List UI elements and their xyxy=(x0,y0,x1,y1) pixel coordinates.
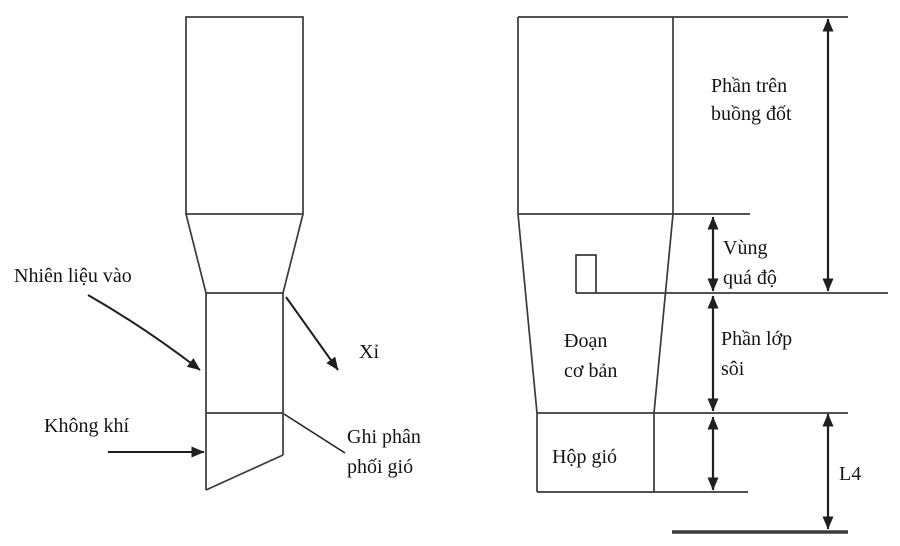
right-furnace-outline xyxy=(517,16,888,534)
right-taper-walls xyxy=(517,213,674,414)
grate-label-line2: phối gió xyxy=(347,456,414,478)
left-furnace-outline xyxy=(185,16,304,491)
grate-leader-line xyxy=(283,413,346,454)
transition-zone-label-line2: quá độ xyxy=(723,267,777,289)
left-figure-arrows xyxy=(87,294,346,458)
right-upper-chamber xyxy=(517,17,750,215)
left-lower-body xyxy=(205,292,284,491)
grate-label-line1: Ghi phân xyxy=(347,426,421,448)
fuel-in-arrow xyxy=(87,294,201,371)
upper-chamber-label-line2: buồng đốt xyxy=(711,103,792,125)
l4-label: L4 xyxy=(839,463,862,485)
fluidized-bed-label-line2: sôi xyxy=(721,358,745,380)
transition-zone-label-line1: Vùng xyxy=(723,237,768,259)
basic-section-label: Đoạn cơ bản xyxy=(564,326,617,386)
slag-arrow xyxy=(285,296,339,371)
air-label: Không khí xyxy=(44,415,129,437)
left-taper-walls xyxy=(185,213,304,294)
transition-zone-label: Vùng quá độ xyxy=(723,233,777,293)
grate-label: Ghi phân phối gió xyxy=(347,422,421,482)
upper-chamber-label: Phần trên buồng đốt xyxy=(711,72,792,128)
upper-chamber-label-line1: Phần trên xyxy=(711,75,788,97)
wind-box-outline xyxy=(536,413,748,493)
dimension-arrows xyxy=(707,18,834,530)
fuel-port-notch xyxy=(575,254,597,293)
fluidized-bed-label-line1: Phần lớp xyxy=(721,328,793,350)
fuel-in-label: Nhiên liệu vào xyxy=(14,265,132,287)
fluidized-bed-label: Phần lớp sôi xyxy=(721,324,792,384)
left-upper-chamber xyxy=(185,16,304,215)
basic-section-label-line1: Đoạn xyxy=(564,330,608,352)
slag-label: Xỉ xyxy=(359,341,379,363)
wind-box-label: Hộp gió xyxy=(552,446,617,468)
basic-section-label-line2: cơ bản xyxy=(564,360,618,382)
